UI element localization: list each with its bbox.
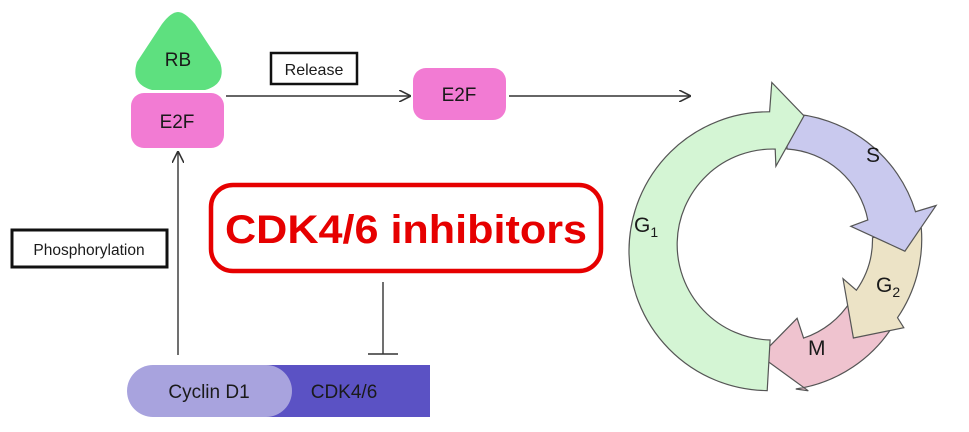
e2f-bound-label: E2F [160,112,195,133]
phosphorylation-label-box [10,228,169,269]
e2f-bound-box [131,93,224,148]
e2f-free-label: E2F [442,85,477,106]
cyclin-d1-box [127,365,292,417]
cell-cycle-ring [628,81,938,392]
m-label: M [808,337,826,360]
s-phase-arrow [786,112,938,252]
phosphorylation-label: Phosphorylation [33,242,144,259]
cyclin-d1-label: Cyclin D1 [168,382,249,403]
cdk46-label: CDK4/6 [311,382,378,403]
release-label-box [269,51,359,86]
rb-protein-shape [135,12,222,90]
g1-label: G1 [634,214,658,240]
s-label: S [866,144,880,167]
g2-subscript: 2 [892,284,900,300]
rb-label: RB [165,50,191,71]
e2f-free-box [413,68,506,120]
g1-letter: G [634,214,650,237]
g1-subscript: 1 [650,224,658,240]
inhibitor-box [208,182,604,274]
g2-phase-arrow [842,227,923,339]
inhibitor-label: CDK4/6 inhibitors [225,208,587,252]
release-label: Release [285,62,344,79]
g1-phase-arrow [628,81,805,392]
g2-letter: G [876,274,892,297]
g2-label: G2 [876,274,900,300]
